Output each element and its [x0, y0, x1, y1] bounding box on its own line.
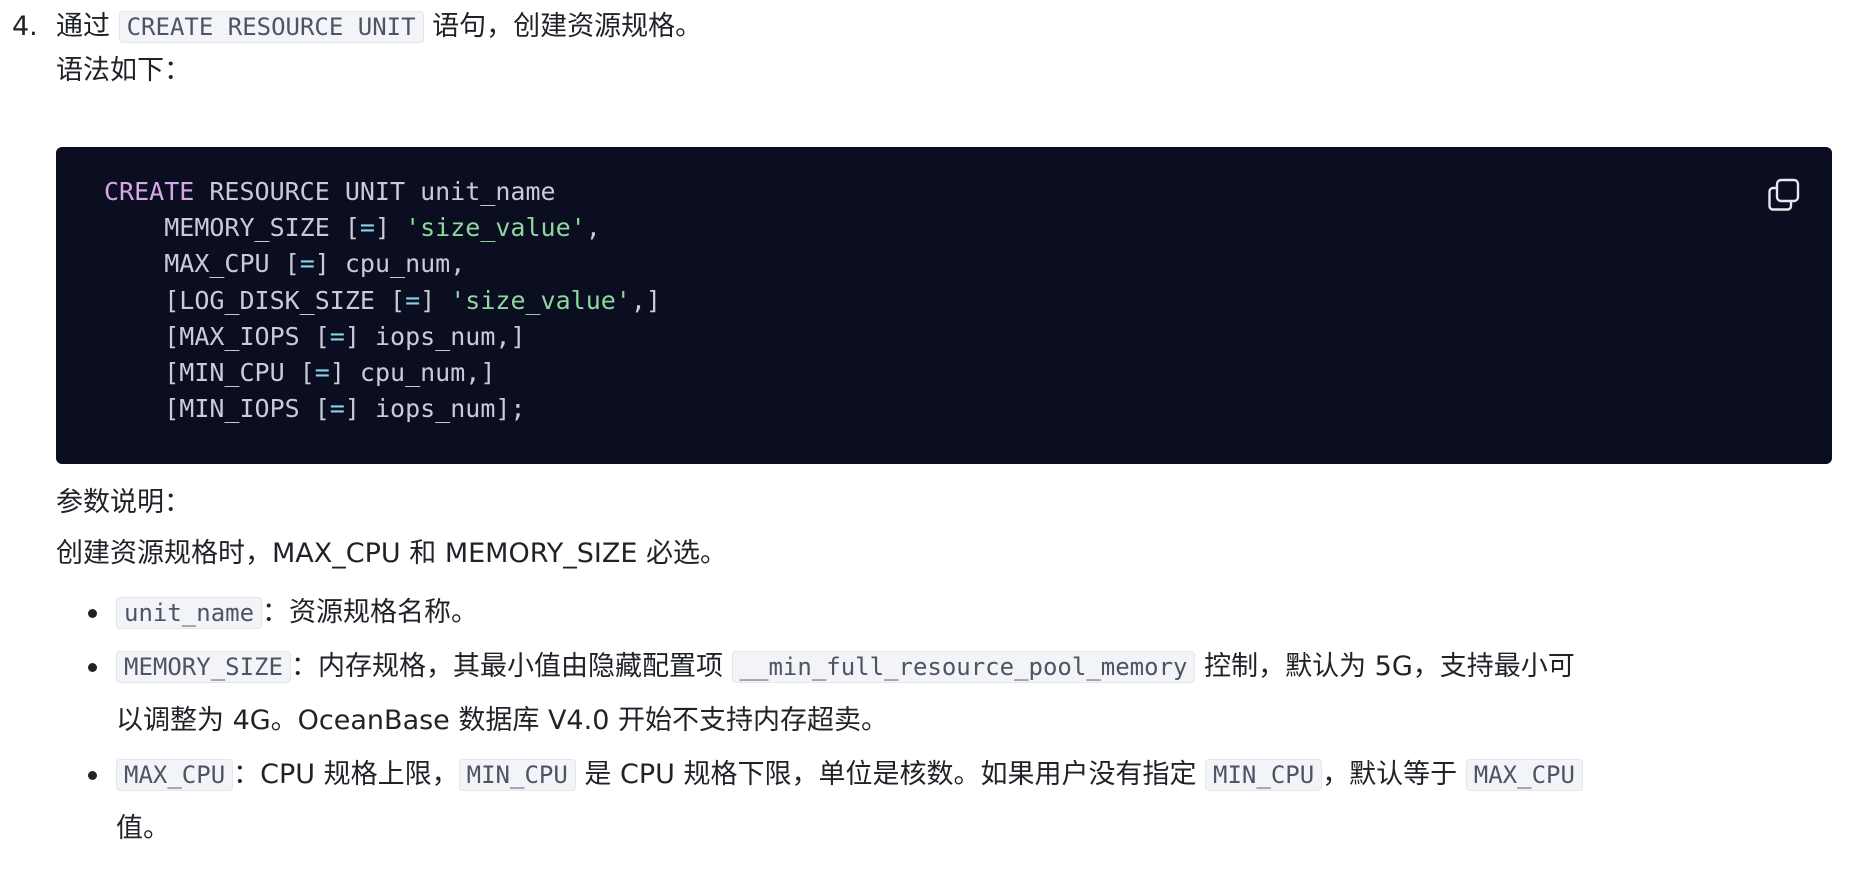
code-operator: = [329, 321, 345, 351]
bullet-text-line2: 值。 [116, 813, 170, 844]
code-indent [104, 213, 164, 242]
code-text: [MAX_IOPS [164, 321, 315, 351]
bullet-text: ：CPU 规格上限， [233, 759, 459, 790]
code-text: ] iops_num]; [344, 394, 526, 424]
code-text: MAX_CPU [164, 249, 285, 279]
code-line-5: [MAX_IOPS [=] iops_num,] [104, 322, 525, 351]
param-list: unit_name：资源规格名称。 MEMORY_SIZE：内存规格，其最小值由… [56, 586, 1836, 856]
code-keyword: CREATE [104, 177, 195, 206]
inline-code-max-cpu: MAX_CPU [1465, 759, 1583, 791]
code-operator: = [329, 394, 345, 424]
step-suffix: 语句，创建资源规格。 [432, 11, 703, 42]
code-operator: = [359, 213, 375, 243]
bullet-text: ：内存规格，其最小值由隐藏配置项 [290, 651, 732, 682]
code-text: [LOG_DISK_SIZE [164, 285, 390, 315]
code-indent [104, 322, 164, 351]
syntax-label: 语法如下： [56, 55, 191, 86]
code-block: CREATE RESOURCE UNIT unit_name MEMORY_SI… [56, 147, 1832, 464]
params-label: 参数说明： [56, 487, 191, 518]
bullet-text: ：资源规格名称。 [262, 597, 479, 628]
code-line-4: [LOG_DISK_SIZE [=] 'size_value',] [104, 286, 661, 315]
code-text: [ [390, 285, 406, 315]
inline-code-min-cpu: MIN_CPU [1205, 759, 1323, 791]
list-item-memory-size: MEMORY_SIZE：内存规格，其最小值由隐藏配置项 __min_full_r… [56, 640, 1836, 748]
code-operator: = [314, 358, 330, 388]
code-line-6: [MIN_CPU [=] cpu_num,] [104, 358, 495, 387]
code-text: [ [284, 249, 300, 279]
inline-code-memory-size: MEMORY_SIZE [116, 651, 291, 683]
list-item-max-cpu: MAX_CPU：CPU 规格上限，MIN_CPU 是 CPU 规格下限，单位是核… [56, 748, 1836, 856]
bullet-text: 是 CPU 规格下限，单位是核数。如果用户没有指定 [575, 759, 1206, 790]
code-indent [104, 249, 164, 278]
inline-code-max-cpu: MAX_CPU [116, 759, 234, 791]
code-operator: = [299, 249, 315, 279]
code-operator: = [405, 285, 421, 315]
inline-code-min-cpu: MIN_CPU [458, 759, 576, 791]
bullet-text: ，默认等于 [1322, 759, 1466, 790]
code-indent [104, 358, 164, 387]
code-string: 'size_value' [405, 213, 586, 243]
bullet-text-line2: 以调整为 4G。OceanBase 数据库 V4.0 开始不支持内存超卖。 [116, 705, 888, 736]
inline-code-unit-name: unit_name [116, 597, 263, 629]
inline-code-min-full-resource-pool-memory: __min_full_resource_pool_memory [731, 651, 1196, 683]
code-text: [MIN_IOPS [164, 394, 315, 424]
code-text: [ [344, 213, 360, 243]
code-line-1: CREATE RESOURCE UNIT unit_name [104, 177, 556, 206]
code-indent [104, 394, 164, 423]
code-text: ] [420, 285, 451, 315]
code-indent [104, 286, 164, 315]
step-number: 4. [12, 11, 38, 42]
list-item-unit-name: unit_name：资源规格名称。 [56, 586, 1836, 640]
step-4-heading: 4. 通过 CREATE RESOURCE UNIT 语句，创建资源规格。 [12, 8, 702, 46]
copy-icon[interactable] [1766, 177, 1802, 213]
code-text: RESOURCE UNIT unit_name [194, 177, 556, 206]
code-text: MEMORY_SIZE [164, 213, 345, 243]
code-text: ] [374, 213, 406, 243]
code-text: [ [314, 394, 330, 424]
code-line-3: MAX_CPU [=] cpu_num, [104, 249, 465, 278]
code-text: ] iops_num,] [344, 321, 526, 351]
code-text: , [585, 213, 601, 243]
params-intro: 创建资源规格时，MAX_CPU 和 MEMORY_SIZE 必选。 [56, 538, 727, 569]
code-text: [ [299, 358, 315, 388]
code-text: [ [314, 321, 330, 351]
code-line-2: MEMORY_SIZE [=] 'size_value', [104, 213, 601, 242]
code-text: ] cpu_num, [314, 249, 466, 279]
code-lines: CREATE RESOURCE UNIT unit_name MEMORY_SI… [104, 174, 661, 427]
code-line-7: [MIN_IOPS [=] iops_num]; [104, 394, 525, 423]
code-string: 'size_value' [450, 285, 631, 315]
step-prefix: 通过 [56, 11, 110, 42]
code-text: ] cpu_num,] [329, 358, 496, 388]
code-text: [MIN_CPU [164, 358, 300, 388]
inline-code-create-resource-unit: CREATE RESOURCE UNIT [118, 11, 424, 43]
code-text: ,] [630, 285, 661, 315]
bullet-text: 控制，默认为 5G，支持最小可 [1195, 651, 1575, 682]
